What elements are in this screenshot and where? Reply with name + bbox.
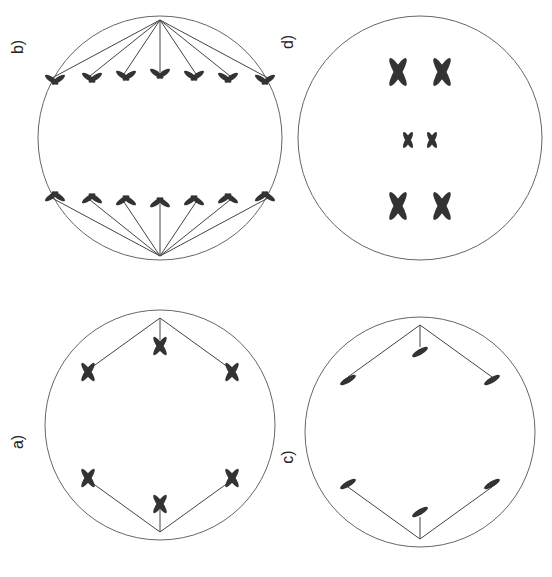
cell-b — [38, 16, 282, 260]
cell-c — [305, 317, 535, 547]
panel-letter: a) — [9, 435, 27, 449]
cell-d — [298, 16, 542, 260]
panel-letter: b) — [9, 40, 27, 54]
cell-a — [45, 310, 275, 540]
panel-letter: d) — [279, 35, 297, 49]
panel-letter: c) — [279, 451, 297, 464]
